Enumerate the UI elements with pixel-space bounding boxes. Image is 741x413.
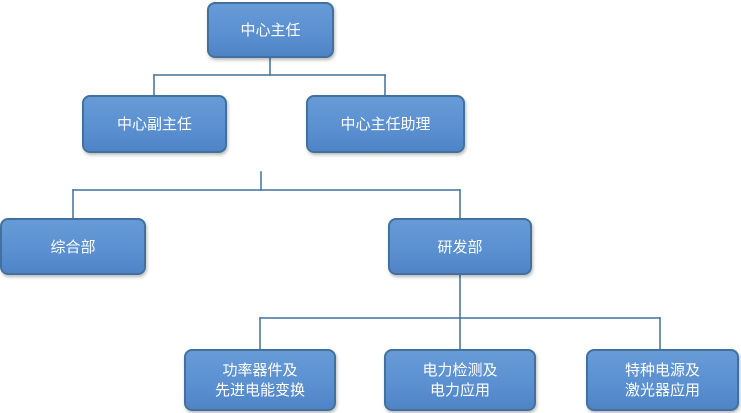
node-director-assistant[interactable]: 中心主任助理 bbox=[306, 95, 465, 153]
node-power-devices-line-1: 功率器件及 bbox=[222, 361, 298, 379]
node-rd-dept[interactable]: 研发部 bbox=[388, 218, 532, 275]
node-general-dept-label: 综合部 bbox=[50, 237, 96, 256]
node-power-devices-line-2: 先进电能变换 bbox=[214, 381, 305, 399]
node-special-power-line-2: 激光器应用 bbox=[624, 381, 700, 399]
node-special-power[interactable]: 特种电源及 激光器应用 bbox=[586, 349, 739, 411]
node-power-testing[interactable]: 电力检测及 电力应用 bbox=[384, 349, 536, 411]
node-power-devices[interactable]: 功率器件及 先进电能变换 bbox=[184, 349, 336, 411]
node-general-dept[interactable]: 综合部 bbox=[0, 218, 146, 275]
node-director[interactable]: 中心主任 bbox=[207, 2, 334, 58]
node-director-assistant-label: 中心主任助理 bbox=[340, 115, 431, 133]
node-deputy-director-label: 中心副主任 bbox=[116, 115, 192, 133]
node-director-label: 中心主任 bbox=[240, 21, 301, 39]
node-power-testing-line-2: 电力应用 bbox=[429, 381, 490, 399]
node-power-testing-line-1: 电力检测及 bbox=[422, 361, 498, 379]
node-rd-dept-label: 研发部 bbox=[437, 237, 483, 256]
node-special-power-line-1: 特种电源及 bbox=[624, 361, 700, 379]
node-deputy-director[interactable]: 中心副主任 bbox=[82, 95, 227, 153]
